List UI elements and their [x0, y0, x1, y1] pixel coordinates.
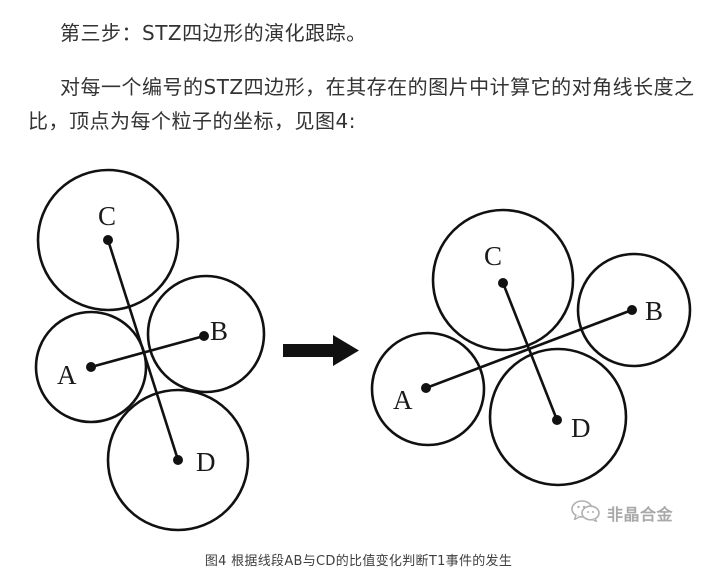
watermark-text: 非晶合金	[607, 505, 674, 524]
particle-b-point	[627, 305, 637, 315]
label-a: A	[57, 360, 77, 390]
watermark: 非晶合金	[571, 500, 674, 526]
particle-a-point	[421, 383, 431, 393]
label-b: B	[645, 296, 663, 326]
label-a: A	[393, 385, 413, 415]
label-c: C	[98, 201, 116, 231]
particle-b-circle	[576, 252, 692, 368]
particle-b-circle	[146, 274, 266, 394]
particle-c-circle	[36, 168, 180, 312]
paragraph-line-1: 对每一个编号的STZ四边形，在其存在的图片中计算它的对角线长度之	[60, 75, 695, 99]
particle-d-circle	[106, 388, 250, 532]
paragraph-line-2: 比，顶点为每个粒子的坐标，见图4:	[28, 109, 356, 133]
label-d: D	[196, 447, 216, 477]
diagram-after: C B A D	[370, 208, 692, 487]
particle-d-point	[173, 455, 183, 465]
right-arrow-icon	[283, 335, 359, 366]
particle-c-circle	[431, 208, 575, 352]
particle-a-circle	[370, 331, 486, 447]
diagonal-ab	[89, 334, 206, 369]
particle-b-point	[199, 331, 209, 341]
particle-c-point	[103, 235, 113, 245]
diagram-before: C B A D	[34, 168, 266, 532]
particle-c-point	[498, 278, 508, 288]
label-b: B	[210, 316, 228, 346]
figure-caption: 图4 根据线段AB与CD的比值变化判断T1事件的发生	[204, 554, 513, 569]
diagonal-cd	[501, 281, 559, 422]
particle-d-circle	[488, 347, 628, 487]
particle-d-point	[552, 415, 562, 425]
diagonal-cd	[106, 238, 180, 462]
particle-a-point	[86, 362, 96, 372]
wechat-icon	[571, 500, 601, 526]
particle-a-circle	[34, 310, 148, 424]
label-c: C	[484, 241, 502, 271]
label-d: D	[571, 413, 591, 443]
step-heading: 第三步：STZ四边形的演化跟踪。	[60, 21, 367, 45]
